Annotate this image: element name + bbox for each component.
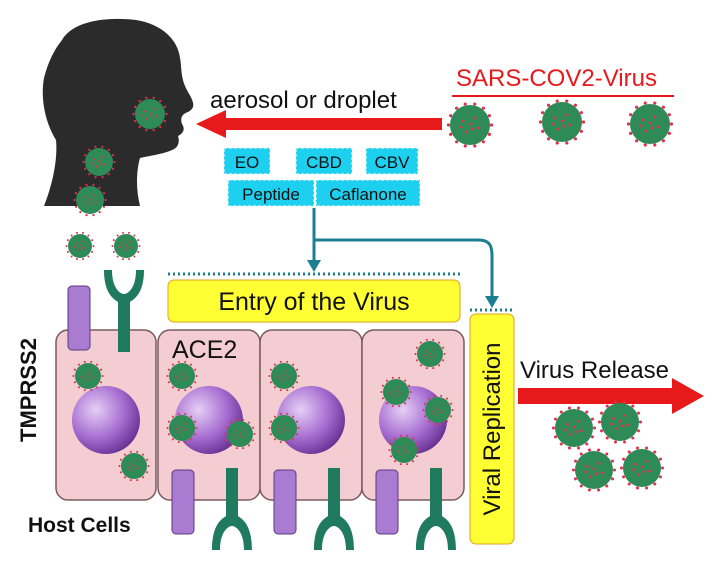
receptor-top xyxy=(104,270,144,352)
cell-virus-2 xyxy=(118,450,150,482)
falling-virus-1 xyxy=(65,231,95,261)
falling-virus-2 xyxy=(111,231,141,261)
head-virus-2 xyxy=(82,145,116,179)
svg-text:CBD: CBD xyxy=(306,153,342,172)
replication-arrowhead xyxy=(485,296,499,308)
nucleus-3 xyxy=(277,386,345,454)
tmprss2-label: TMPRSS2 xyxy=(16,338,41,442)
cell-virus-6 xyxy=(268,360,300,392)
replication-label: Viral Replication xyxy=(479,343,506,516)
cell-virus-7 xyxy=(268,412,300,444)
head-virus-1 xyxy=(132,96,168,132)
virus-name-label: SARS-COV2-Virus xyxy=(456,65,657,92)
human-head-silhouette xyxy=(42,18,194,207)
cell-virus-10 xyxy=(422,394,454,426)
ace2-label: ACE2 xyxy=(172,336,237,364)
cell-virus-9 xyxy=(380,376,412,408)
receptor-bottom-1 xyxy=(212,468,252,550)
compound-boxes: EO CBD CBV Peptide Caflanone xyxy=(223,147,421,207)
airborne-virus-3 xyxy=(626,101,674,147)
svg-text:CBV: CBV xyxy=(375,153,411,172)
cell-virus-8 xyxy=(414,338,446,370)
released-virus-3 xyxy=(571,448,617,492)
entry-label: Entry of the Virus xyxy=(218,288,409,316)
compound-box-eo: EO xyxy=(223,147,271,175)
svg-text:Peptide: Peptide xyxy=(242,185,300,204)
airborne-virus-1 xyxy=(446,102,494,148)
protease-top xyxy=(67,285,91,351)
nucleus-1 xyxy=(72,386,140,454)
cell-virus-3 xyxy=(166,360,198,392)
cell-virus-5 xyxy=(224,418,256,450)
head-virus-group xyxy=(73,96,168,217)
virus-particles xyxy=(65,99,674,492)
protease-bottom-2 xyxy=(273,469,297,535)
protease-bottom-3 xyxy=(375,469,399,535)
entry-label-box xyxy=(167,279,461,323)
replication-label-box xyxy=(469,313,515,545)
cell-virus-11 xyxy=(388,434,420,466)
head-virus-3 xyxy=(73,183,107,217)
compound-box-cbd: CBD xyxy=(295,147,353,175)
svg-text:EO: EO xyxy=(235,153,260,172)
release-arrow xyxy=(518,378,704,414)
released-virus-4 xyxy=(619,446,665,490)
airborne-virus-2 xyxy=(538,99,586,145)
cell-nuclei xyxy=(72,386,447,454)
release-label: Virus Release xyxy=(520,357,669,384)
aerosol-arrow xyxy=(196,110,442,138)
receptor-bottom-2 xyxy=(314,468,354,550)
transmission-label: aerosol or droplet xyxy=(210,87,397,114)
nucleus-2 xyxy=(175,386,243,454)
released-virus-2 xyxy=(597,400,643,444)
released-virus-1 xyxy=(551,406,597,450)
compound-box-cbv: CBV xyxy=(365,147,419,175)
inhibition-flow-arrows xyxy=(312,208,494,296)
protease-bottom-1 xyxy=(171,469,195,535)
svg-text:Caflanone: Caflanone xyxy=(329,185,407,204)
entry-arrowhead xyxy=(307,260,321,272)
compound-box-caflanone: Caflanone xyxy=(315,179,421,207)
receptor-bottom-3 xyxy=(416,468,456,550)
cell-virus-4 xyxy=(166,412,198,444)
host-cells-label: Host Cells xyxy=(28,514,131,537)
ace2-receptors xyxy=(104,270,456,550)
compound-box-peptide: Peptide xyxy=(227,179,315,207)
cell-virus-1 xyxy=(72,360,104,392)
tmprss2-proteases xyxy=(67,285,399,535)
